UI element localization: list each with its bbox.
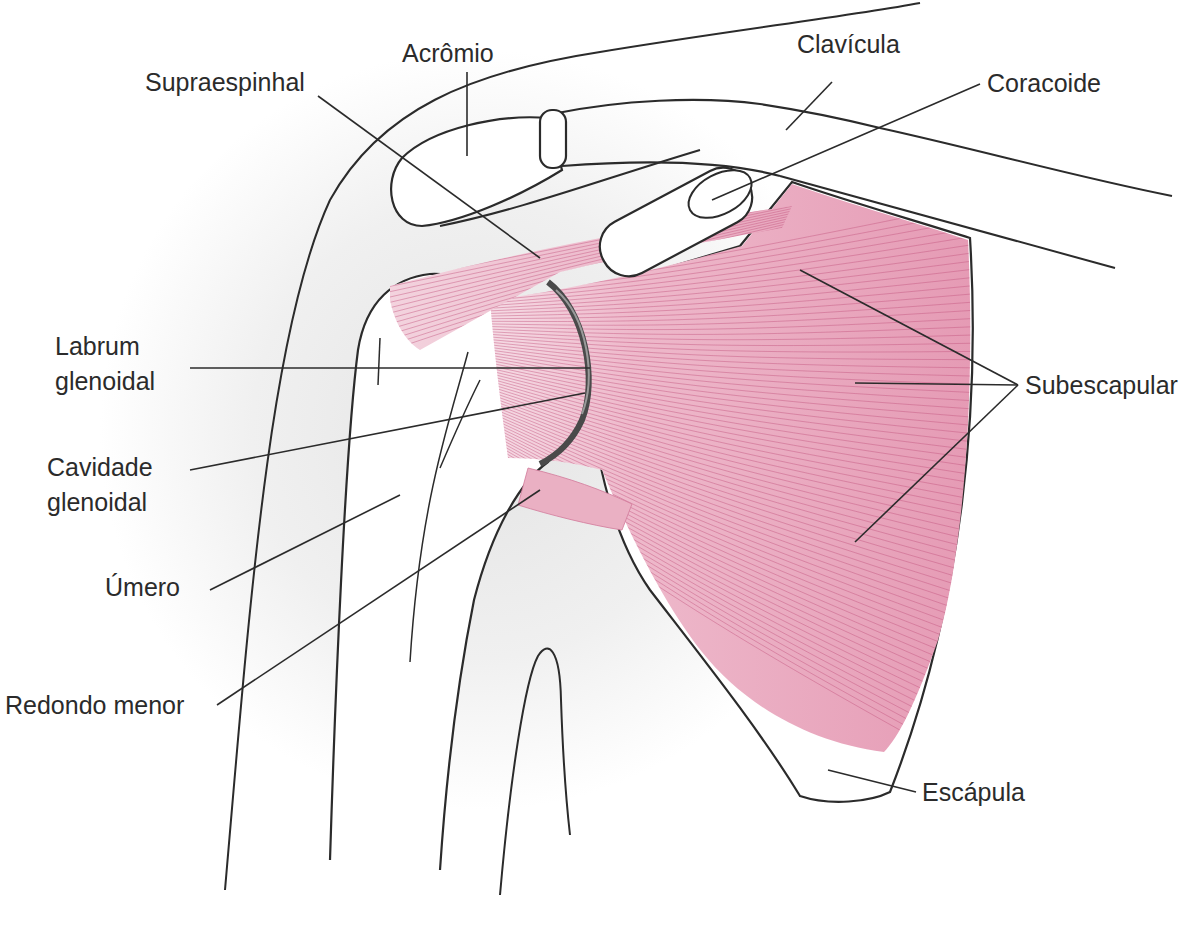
part-label: Clavícula — [797, 27, 900, 62]
muscle-fiber — [490, 334, 990, 345]
muscle-fiber — [490, 428, 990, 645]
muscle-fiber — [490, 449, 990, 713]
leader-line — [800, 270, 1018, 385]
muscle-fiber — [490, 332, 990, 340]
muscle-fiber — [385, 212, 800, 309]
muscle-fiber — [490, 379, 990, 486]
muscle-fiber — [490, 439, 990, 679]
leader-line — [786, 82, 832, 130]
muscle-fiber — [490, 413, 990, 595]
leader-line — [318, 96, 540, 258]
muscle-fiber — [490, 441, 990, 687]
leader-line — [190, 367, 590, 369]
part-label: Redondo menor — [5, 688, 184, 723]
muscle-fiber — [490, 457, 990, 738]
muscle-fiber — [490, 397, 990, 545]
leader-line — [466, 72, 468, 156]
muscle-fiber — [490, 400, 990, 553]
leader-line — [828, 770, 916, 792]
muscle-fiber — [490, 402, 990, 561]
muscle-fiber — [385, 216, 800, 320]
muscle-fibers — [490, 200, 990, 780]
muscle-fiber — [490, 394, 990, 536]
muscle-fiber — [385, 221, 800, 331]
muscle-fiber — [490, 407, 990, 578]
humerus-detail — [378, 338, 380, 385]
part-label: Supraespinhal — [145, 65, 305, 100]
muscle-fiber — [490, 410, 990, 587]
muscle-fiber — [385, 230, 800, 352]
muscle-fiber — [385, 228, 800, 347]
muscle-fiber — [385, 218, 800, 325]
muscle-fiber — [490, 373, 990, 469]
muscle-fiber — [490, 433, 990, 662]
muscle-fiber — [490, 420, 990, 620]
leader-line — [217, 490, 540, 705]
muscle-fiber — [490, 366, 990, 444]
muscle-fiber — [490, 309, 990, 325]
leader-line — [855, 385, 1018, 542]
muscle-fiber — [490, 467, 990, 771]
leader-line — [855, 383, 1018, 385]
supraspinatus-muscle — [390, 206, 792, 350]
muscle-fiber — [490, 353, 990, 402]
humerus-detail — [440, 380, 480, 468]
part-label: Acrômio — [402, 36, 494, 71]
muscle-fiber — [490, 426, 990, 637]
muscle-fiber — [490, 376, 990, 477]
leader-line — [210, 495, 400, 590]
clavicle-bone — [552, 100, 880, 176]
armpit-outline — [500, 649, 570, 895]
muscle-fiber — [490, 350, 990, 393]
muscle-fiber — [490, 465, 990, 763]
muscle-fiber — [490, 462, 990, 755]
part-label: Escápula — [922, 775, 1025, 810]
acromion-bone — [391, 117, 562, 226]
muscle-fiber — [385, 223, 800, 336]
muscle-fiber — [490, 460, 990, 747]
clavicle-bone — [540, 110, 566, 168]
muscle-fiber — [490, 444, 990, 696]
humerus-detail — [410, 352, 468, 662]
muscle-fiber — [490, 405, 990, 570]
part-label: Cavidade glenoidal — [47, 450, 187, 520]
muscle-fiber — [490, 454, 990, 729]
part-label: Úmero — [105, 570, 180, 605]
part-label: Subescapular — [1025, 368, 1178, 403]
leader-lines — [190, 72, 1018, 792]
leader-line — [712, 84, 980, 200]
part-label: Labrum glenoidal — [55, 329, 195, 399]
teres-minor-muscle — [518, 468, 632, 530]
muscle-fiber — [385, 225, 800, 341]
glenoid-labrum — [540, 282, 589, 464]
muscle-fiber — [490, 318, 990, 330]
muscle-fiber — [385, 209, 800, 303]
leader-line — [190, 393, 585, 470]
body-outline — [880, 128, 1172, 196]
coracoid-process — [590, 156, 766, 286]
muscle-fiber — [490, 276, 990, 314]
muscle-fiber — [490, 436, 990, 671]
muscle-fiber — [490, 452, 990, 721]
muscle-fiber — [385, 214, 800, 314]
part-label: Coracoide — [987, 66, 1101, 101]
